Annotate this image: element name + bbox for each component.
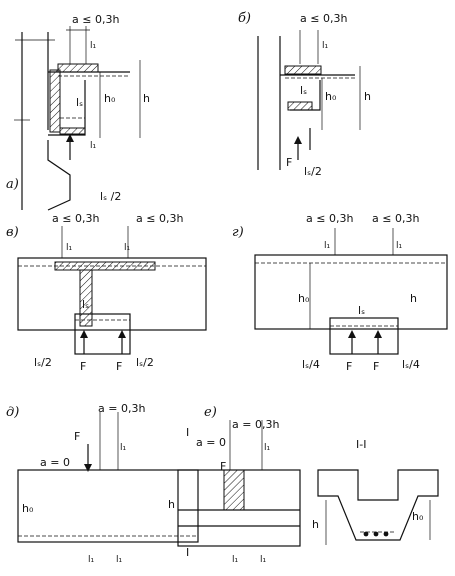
panel-g-l1-left: l₁: [324, 241, 331, 251]
panel-a-h: h: [143, 92, 150, 105]
panel-a-h0: h₀: [104, 92, 116, 105]
panel-e-l1-bottom-right: l₁: [260, 555, 267, 565]
panel-g-ls-quarter-left: lₛ/4: [302, 358, 320, 371]
panel-g-dim-a-left: a ≤ 0,3h: [306, 212, 353, 225]
panel-g-F-left: F: [346, 360, 352, 373]
panel-g-h0: h₀: [298, 292, 310, 305]
panel-e: е) a = 0,3h a = 0 F l₁ I I l₁ l₁ I-I h h…: [177, 405, 439, 565]
panel-e-section-title: I-I: [356, 438, 366, 451]
panel-a-ls-half: lₛ /2: [100, 190, 121, 203]
panel-d-h: h: [168, 498, 175, 511]
panel-a: а) a ≤ 0,3h l₁ l₁ lₛ h₀ h lₛ /2: [6, 13, 150, 211]
panel-v-F-right: F: [116, 360, 122, 373]
panel-e-section-h0: h₀: [412, 510, 424, 523]
panel-g-h: h: [410, 292, 417, 305]
panel-e-l1-bottom-left: l₁: [232, 555, 239, 565]
panel-v-l1-right: l₁: [124, 243, 131, 253]
panel-v-ls: lₛ: [82, 298, 89, 311]
panel-v-ls-half-right: lₛ/2: [136, 356, 154, 369]
panel-e-section-mark-top: I: [186, 426, 189, 439]
panel-e-section-mark-bottom: I: [186, 546, 189, 559]
panel-b-ls-half: lₛ/2: [304, 165, 322, 178]
panel-v-letter: в): [6, 225, 19, 240]
panel-b-dim-a: a ≤ 0,3h: [300, 12, 347, 25]
panel-d-dim-a: a = 0,3h: [98, 402, 145, 415]
panel-a-letter: а): [6, 177, 19, 192]
panel-a-l1-top: l₁: [90, 41, 97, 51]
panel-d-a0: a = 0: [40, 456, 70, 469]
panel-e-a0: a = 0: [196, 436, 226, 449]
panel-b-letter: б): [238, 11, 251, 26]
panel-v-F-left: F: [80, 360, 86, 373]
panel-g-letter: г): [232, 225, 244, 240]
panel-e-letter: е): [204, 405, 217, 420]
panel-e-l1-top: l₁: [264, 443, 271, 453]
panel-a-l1-bottom: l₁: [90, 141, 97, 151]
panel-a-ls: lₛ: [76, 96, 83, 109]
panel-g-F-right: F: [373, 360, 379, 373]
panel-v-dim-a-left: a ≤ 0,3h: [52, 212, 99, 225]
panel-d: д) a = 0,3h a = 0 F l₁ h₀ h l₁ l₁: [6, 402, 199, 565]
panel-g: г) a ≤ 0,3h a ≤ 0,3h l₁ l₁ h₀ h lₛ F F l…: [232, 212, 448, 373]
panel-d-letter: д): [6, 405, 19, 420]
panel-v-l1-left: l₁: [66, 243, 73, 253]
panel-e-F: F: [220, 460, 226, 473]
panel-d-F: F: [74, 430, 80, 443]
panel-e-dim-a: a = 0,3h: [232, 418, 279, 431]
panel-b-h: h: [364, 90, 371, 103]
panel-g-l1-right: l₁: [396, 241, 403, 251]
panel-b-l1: l₁: [322, 41, 329, 51]
panel-d-h0: h₀: [22, 502, 34, 515]
panel-e-section-h: h: [312, 518, 319, 531]
panel-b-ls: lₛ: [300, 84, 307, 97]
panel-g-dim-a-right: a ≤ 0,3h: [372, 212, 419, 225]
panel-v-dim-a-right: a ≤ 0,3h: [136, 212, 183, 225]
panel-d-l1-bottom-right: l₁: [116, 555, 123, 565]
panel-g-ls: lₛ: [358, 304, 365, 317]
panel-b-h0: h₀: [325, 90, 337, 103]
panel-v: в) a ≤ 0,3h a ≤ 0,3h l₁ l₁ lₛ F F lₛ/2 l…: [6, 212, 207, 373]
panel-b-F: F: [286, 156, 292, 169]
panel-g-ls-quarter-right: lₛ/4: [402, 358, 420, 371]
panel-v-ls-half-left: lₛ/2: [34, 356, 52, 369]
panel-b: б) a ≤ 0,3h l₁ lₛ h₀ h F lₛ/2: [238, 11, 371, 178]
panel-d-l1-top: l₁: [120, 443, 127, 453]
panel-a-dim-a: a ≤ 0,3h: [72, 13, 119, 26]
panel-d-l1-bottom-left: l₁: [88, 555, 95, 565]
